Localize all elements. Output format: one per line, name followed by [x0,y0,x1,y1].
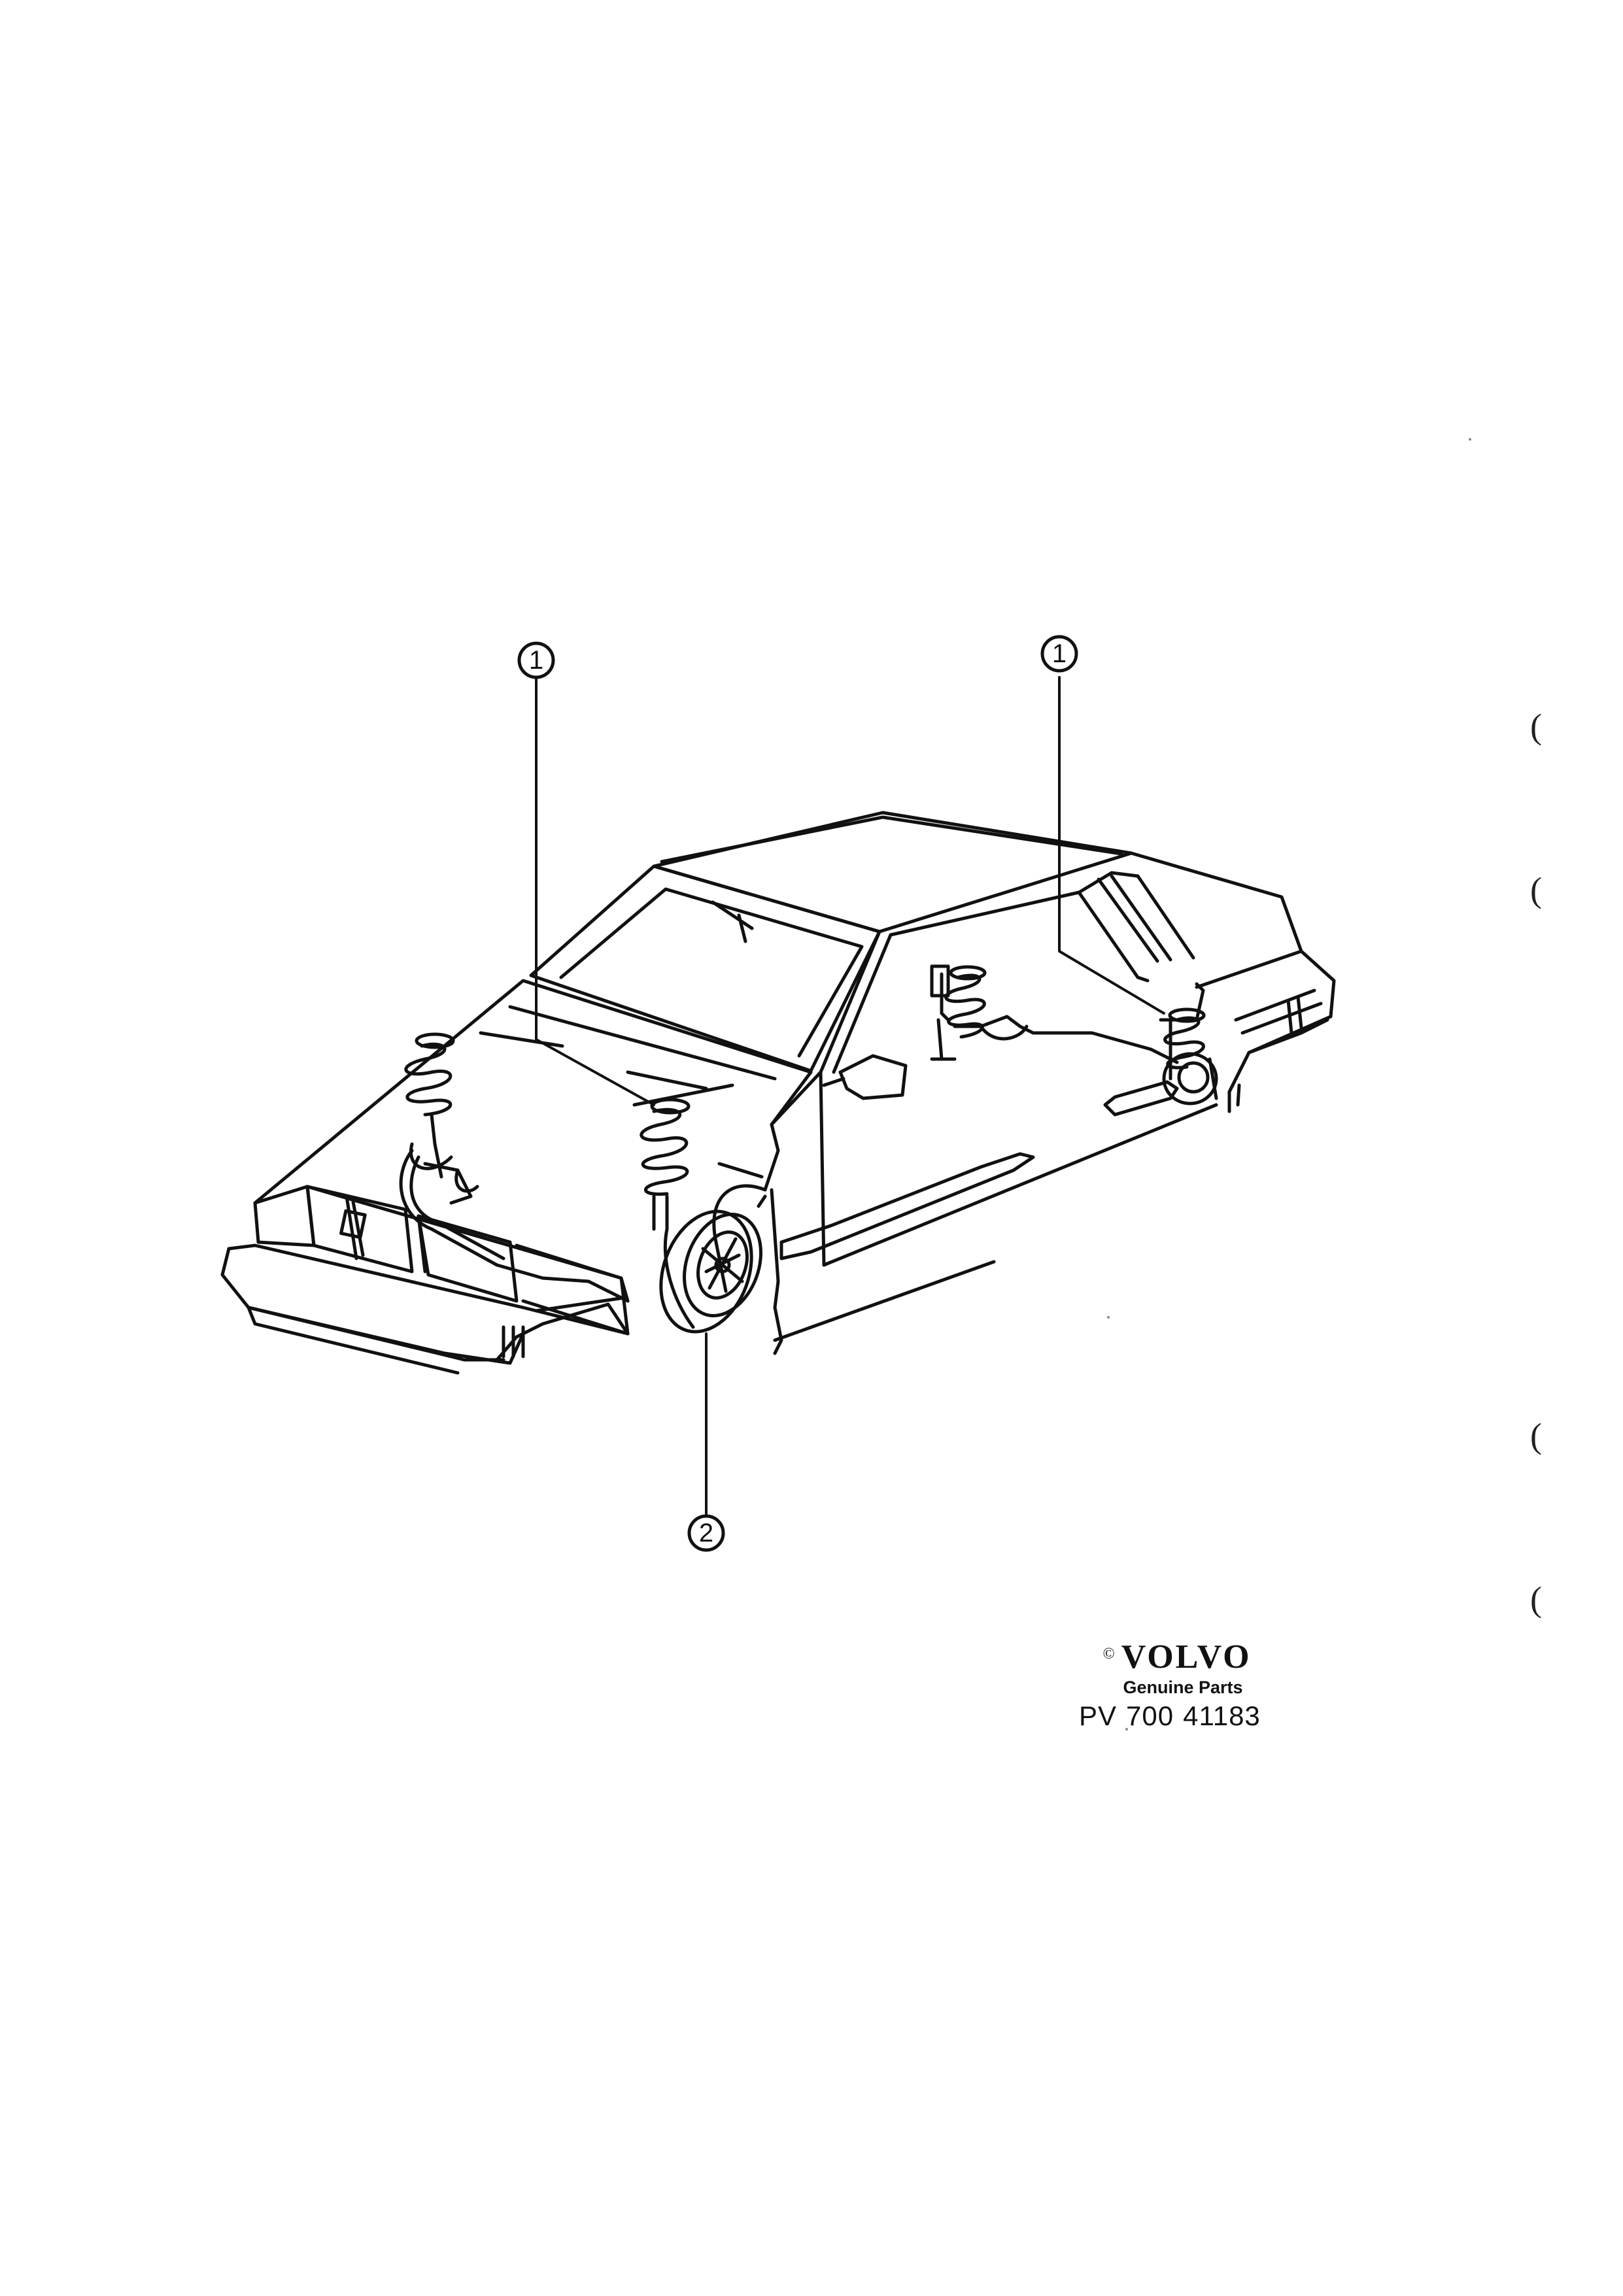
leader-line-1-rear [1058,676,1165,1015]
scan-specks [1107,438,1471,1730]
brand-line: © VOLVO [1072,1638,1282,1676]
doc-series: 700 [1126,1700,1174,1731]
callout-label: 1 [529,646,543,675]
margin-mark: ( [1530,870,1542,909]
document-number: PV 700 41183 [1079,1700,1282,1732]
callout-2: 2 [687,1514,725,1552]
callout-label: 2 [699,1519,713,1547]
rear-suspension [930,964,1218,1117]
front-suspension [399,1032,691,1303]
callout-1-rear: 1 [1040,635,1078,673]
doc-prefix: PV [1079,1700,1118,1731]
leader-lines [535,676,1165,1517]
margin-mark: ( [1530,1416,1542,1455]
car-body [220,811,1336,1375]
branding-block: © VOLVO Genuine Parts PV 700 41183 [1072,1638,1282,1732]
callout-label: 1 [1052,639,1067,668]
margin-mark: ( [1530,1579,1542,1619]
brand-subtitle: Genuine Parts [1123,1678,1243,1697]
margin-mark: ( [1530,707,1542,746]
copyright-mark: © [1102,1646,1115,1663]
callout-1-front: 1 [517,641,555,679]
brand-name: VOLVO [1121,1638,1252,1676]
doc-id: 41183 [1183,1700,1261,1731]
front-wheel [659,1209,762,1334]
leader-line-1-front [535,676,655,1106]
